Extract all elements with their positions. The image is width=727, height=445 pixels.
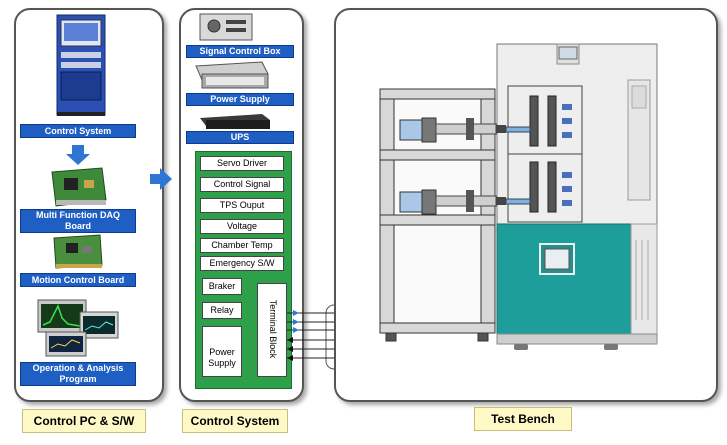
power-supply-image (195, 61, 269, 89)
control-pc-caption: Control PC & S/W (22, 409, 146, 433)
signal-voltage: Voltage (200, 219, 284, 234)
motion-control-board-image (53, 234, 103, 269)
signal-chamber-temp: Chamber Temp (200, 238, 284, 253)
control-system-label: Control System (20, 124, 136, 138)
relay-box: Relay (202, 302, 242, 319)
signal-control-box-image (199, 13, 253, 41)
signal-servo-driver: Servo Driver (200, 156, 284, 171)
terminal-block: Terminal Block (257, 283, 287, 377)
signal-control-signal: Control Signal (200, 177, 284, 192)
environmental-chamber-image (496, 43, 658, 350)
motor-assemblies-image (399, 117, 531, 215)
power-supply-label: Power Supply (186, 93, 294, 106)
analysis-program-label: Operation & Analysis Program (20, 362, 136, 386)
ups-image (200, 114, 270, 129)
ups-label: UPS (186, 131, 294, 144)
signal-emergency-switch: Emergency S/W (200, 256, 284, 271)
control-system-rack-image (56, 14, 106, 116)
control-system-caption: Control System (182, 409, 288, 433)
daq-board-image (51, 167, 107, 207)
braker-box: Braker (202, 278, 242, 295)
power-supply-box-top (202, 326, 242, 342)
signal-tps-output: TPS Ouput (200, 198, 284, 213)
analysis-program-screens-image (37, 299, 119, 357)
down-arrow-icon (66, 145, 90, 165)
motion-control-board-label: Motion Control Board (20, 273, 136, 287)
test-bench-caption: Test Bench (474, 407, 572, 431)
daq-board-label: Multi Function DAQ Board (20, 209, 136, 233)
signal-control-box-label: Signal Control Box (186, 45, 294, 58)
